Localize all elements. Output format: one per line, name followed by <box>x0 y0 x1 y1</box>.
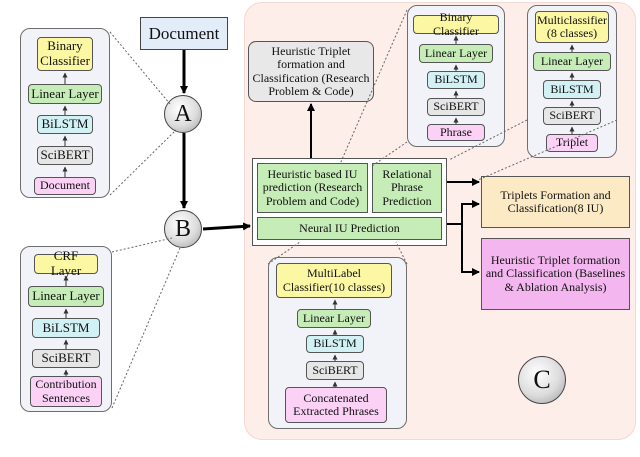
group-a-input-document: Document <box>34 177 96 195</box>
heuristic-iu-prediction: Heuristic based IU prediction (Research … <box>257 163 368 213</box>
phrase-scibert: SciBERT <box>427 98 485 116</box>
triplet-scibert: SciBERT <box>543 107 601 125</box>
iu-scibert: SciBERT <box>306 361 364 380</box>
triplet-input: Triplet <box>546 134 598 152</box>
node-c: C <box>518 356 566 404</box>
triplet-bilstm: BiLSTM <box>543 80 601 99</box>
group-a-linear-layer: Linear Layer <box>28 84 102 104</box>
group-b-bilstm: BiLSTM <box>32 318 100 338</box>
neural-iu-prediction: Neural IU Prediction <box>257 217 442 240</box>
iu-linear-layer: Linear Layer <box>297 309 371 328</box>
triplets-formation-box: Triplets Formation and Classification(8 … <box>481 176 630 228</box>
heuristic-triplet-research-box: Heuristic Triplet formation and Classifi… <box>248 41 374 102</box>
node-a: A <box>164 95 202 133</box>
group-a-binary-classifier: Binary Classifier <box>37 37 93 71</box>
iu-multilabel-classifier: MultiLabel Classifier(10 classes) <box>276 263 392 298</box>
arrow-to-triplets-lower <box>461 200 480 224</box>
arrow-to-heuristic-baselines <box>447 223 480 276</box>
document-box: Document <box>140 17 228 50</box>
phrase-input: Phrase <box>427 124 485 141</box>
iu-input-phrases: Concatenated Extracted Phrases <box>285 387 387 423</box>
iu-bilstm: BiLSTM <box>306 335 364 353</box>
group-a-scibert: SciBERT <box>37 146 93 165</box>
group-a-bilstm: BiLSTM <box>37 115 93 134</box>
group-b-scibert: SciBERT <box>32 349 100 368</box>
triplet-linear-layer: Linear Layer <box>533 52 611 71</box>
heuristic-triplet-baselines-box: Heuristic Triplet formation and Classifi… <box>481 238 630 310</box>
phrase-linear-layer: Linear Layer <box>419 44 493 63</box>
group-b-linear-layer: Linear Layer <box>28 286 104 307</box>
group-b-input-sentences: Contribution Sentences <box>30 376 102 407</box>
node-b: B <box>164 210 202 248</box>
triplet-multiclassifier: Multiclassifier (8 classes) <box>535 11 609 43</box>
relational-phrase-prediction: Relational Phrase Prediction <box>372 163 442 213</box>
phrase-bilstm: BiLSTM <box>427 71 485 89</box>
arrow-b-to-c <box>202 222 251 231</box>
